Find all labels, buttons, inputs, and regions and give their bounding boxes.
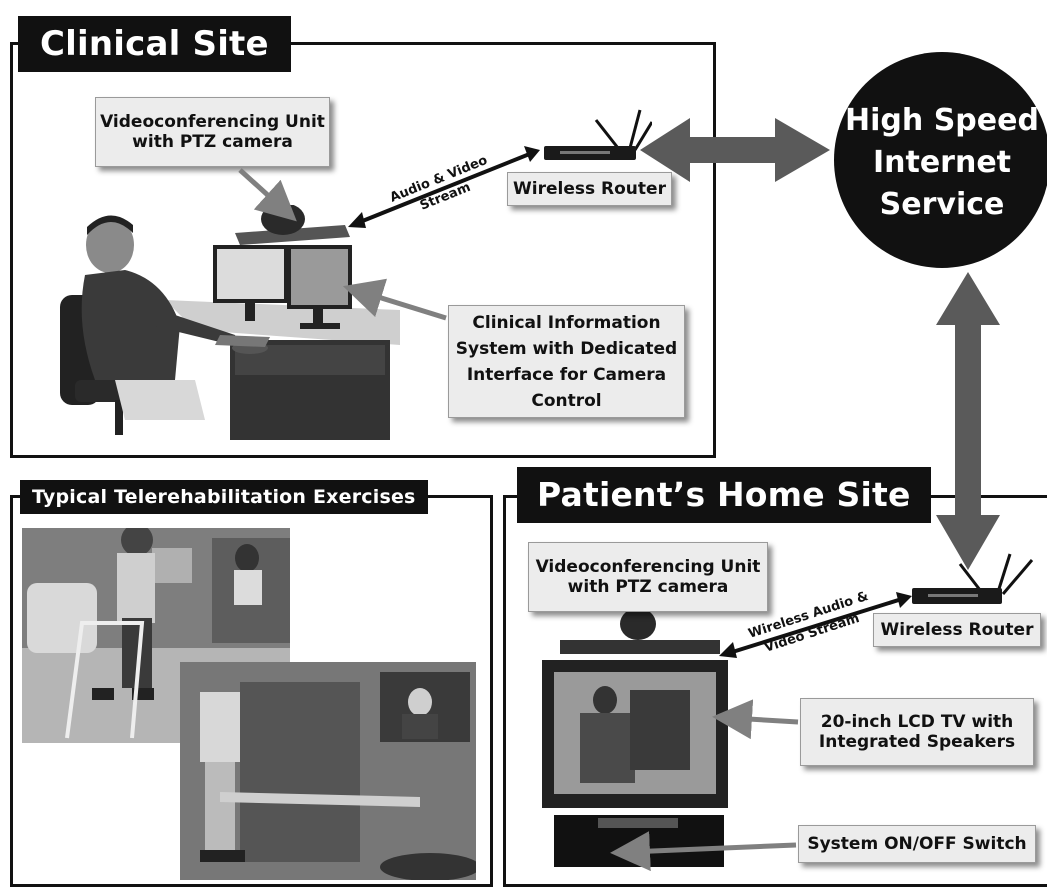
home-site-title: Patient’s Home Site bbox=[517, 467, 931, 523]
clinical-site-title: Clinical Site bbox=[18, 16, 291, 72]
clinical-site-panel bbox=[10, 42, 716, 458]
tv-label-line-2: Integrated Speakers bbox=[818, 732, 1016, 752]
clinician-workstation-graphic bbox=[60, 205, 400, 440]
balance-exercise-graphic bbox=[180, 662, 476, 880]
internet-service-circle bbox=[834, 52, 1047, 268]
internet-line-1: High Speed bbox=[845, 103, 1039, 138]
info-system-line-1: Clinical Information bbox=[472, 312, 661, 333]
home-video-unit-line-2: with PTZ camera bbox=[567, 577, 729, 597]
home-tv-setup bbox=[540, 608, 730, 870]
clinical-video-unit-line-1: Videoconferencing Unit bbox=[100, 112, 325, 132]
internet-line-3: Service bbox=[880, 187, 1005, 222]
system-switch-label: System ON/OFF Switch bbox=[798, 825, 1036, 863]
info-system-line-4: Control bbox=[531, 390, 602, 411]
router-icon bbox=[912, 553, 1034, 604]
info-system-line-3: Interface for Camera bbox=[466, 364, 667, 385]
home-video-unit-label: Videoconferencing Unit with PTZ camera bbox=[528, 542, 768, 612]
exercises-title: Typical Telerehabilitation Exercises bbox=[20, 480, 428, 514]
clinical-video-unit-line-2: with PTZ camera bbox=[132, 132, 293, 152]
exercise-photo-balance bbox=[180, 662, 476, 880]
router-icon bbox=[544, 109, 654, 160]
walker-exercise-graphic bbox=[22, 528, 290, 743]
home-video-unit-line-1: Videoconferencing Unit bbox=[535, 557, 761, 577]
clinical-info-system-label: Clinical Information System with Dedicat… bbox=[448, 305, 685, 418]
clinical-wireless-router-device bbox=[540, 108, 654, 168]
home-tv-label: 20-inch LCD TV with Integrated Speakers bbox=[800, 698, 1034, 766]
tv-label-line-1: 20-inch LCD TV with bbox=[820, 712, 1014, 732]
clinical-video-unit-label: Videoconferencing Unit with PTZ camera bbox=[95, 97, 330, 167]
clinician-workstation-photo bbox=[55, 205, 400, 440]
info-system-line-2: System with Dedicated bbox=[455, 338, 678, 359]
clinical-router-label: Wireless Router bbox=[507, 172, 672, 206]
home-wireless-router-device bbox=[910, 550, 1035, 610]
tv-graphic bbox=[542, 608, 728, 867]
internet-line-2: Internet bbox=[873, 145, 1011, 180]
exercise-photo-walker bbox=[22, 528, 290, 743]
home-router-label: Wireless Router bbox=[873, 613, 1041, 647]
